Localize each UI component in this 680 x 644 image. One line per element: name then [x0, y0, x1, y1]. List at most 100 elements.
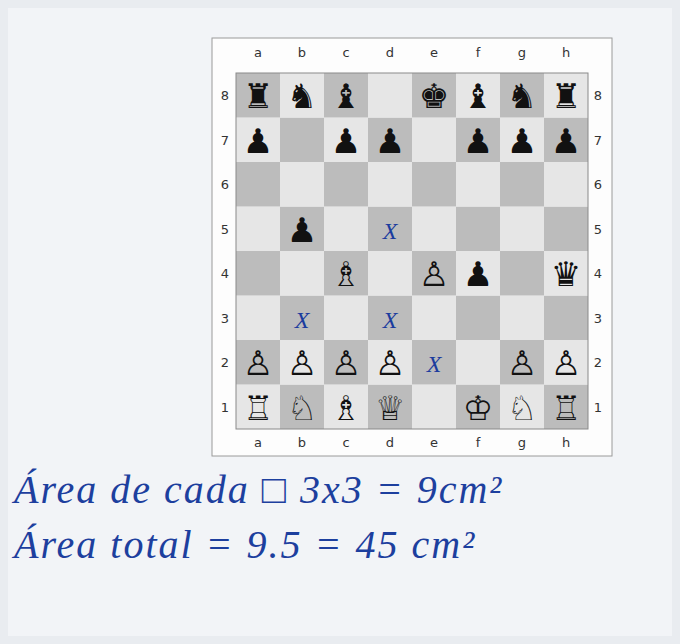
board-square [456, 340, 500, 385]
board-square [544, 118, 588, 163]
board-square [412, 73, 456, 118]
chess-piece: ♟ [243, 124, 273, 158]
board-square [324, 162, 368, 207]
board-square [324, 296, 368, 341]
board-square [324, 385, 368, 430]
rank-number: 8 [594, 89, 602, 102]
rank-number: 3 [594, 311, 602, 324]
chess-piece: ♛ [551, 257, 581, 291]
board-square [368, 118, 412, 163]
file-letter: f [476, 436, 481, 449]
board-square [544, 340, 588, 385]
board-square [236, 73, 280, 118]
handwritten-note: Área total = 9.5 = 45 cm² [14, 525, 476, 565]
chess-piece: ♕ [375, 391, 405, 425]
chess-piece: ♜ [551, 79, 581, 113]
chess-piece: ♙ [507, 346, 537, 380]
file-letter: d [386, 46, 394, 59]
file-letter: b [298, 46, 306, 59]
board-square [368, 73, 412, 118]
chess-piece: ♙ [287, 346, 317, 380]
board-square [236, 251, 280, 296]
board-square [368, 251, 412, 296]
board-square [324, 340, 368, 385]
rank-number: 4 [594, 267, 602, 280]
board-square [368, 162, 412, 207]
rank-number: 6 [594, 178, 602, 191]
handwritten-note: Área de cada □ 3x3 = 9cm² [14, 470, 503, 510]
chess-piece: ♘ [287, 391, 317, 425]
board-square [544, 385, 588, 430]
file-letter: d [386, 436, 394, 449]
chess-piece: ♞ [287, 79, 317, 113]
chess-piece: ♙ [551, 346, 581, 380]
board-square [280, 340, 324, 385]
chess-piece: ♝ [331, 79, 361, 113]
board-square [544, 296, 588, 341]
file-letter: h [562, 46, 570, 59]
chess-piece: ♜ [243, 79, 273, 113]
board-square [412, 118, 456, 163]
chess-piece: ♙ [243, 346, 273, 380]
board-square [324, 251, 368, 296]
board-square [500, 296, 544, 341]
file-letter: a [254, 436, 262, 449]
chess-piece: ♗ [331, 391, 361, 425]
chess-piece: ♖ [243, 391, 273, 425]
chess-piece: ♖ [551, 391, 581, 425]
board-square [368, 340, 412, 385]
board-square [456, 207, 500, 252]
rank-number: 1 [221, 400, 229, 413]
board-square [544, 73, 588, 118]
board-square [280, 73, 324, 118]
chess-piece: ♞ [507, 79, 537, 113]
board-square [324, 207, 368, 252]
board-square [412, 296, 456, 341]
rank-number: 8 [221, 89, 229, 102]
board-border [236, 73, 588, 429]
chess-piece: ♔ [463, 391, 493, 425]
file-letter: c [342, 46, 349, 59]
file-letter: f [476, 46, 481, 59]
file-letter: g [518, 46, 526, 59]
rank-number: 4 [221, 267, 229, 280]
board-square [412, 162, 456, 207]
diagram-frame [212, 38, 612, 456]
chess-piece: ♟ [507, 124, 537, 158]
chess-piece: ♙ [331, 346, 361, 380]
file-letter: e [430, 46, 438, 59]
board-square [368, 385, 412, 430]
marked-square: X [427, 352, 442, 376]
chess-piece: ♟ [463, 124, 493, 158]
chess-piece: ♟ [375, 124, 405, 158]
board-square [368, 296, 412, 341]
board-square [280, 251, 324, 296]
board-square [324, 118, 368, 163]
board-square [412, 385, 456, 430]
rank-number: 5 [221, 222, 229, 235]
file-letter: e [430, 436, 438, 449]
board-square [456, 385, 500, 430]
board-square [236, 385, 280, 430]
board-square [500, 385, 544, 430]
board-square [456, 73, 500, 118]
board-square [412, 251, 456, 296]
board-square [280, 162, 324, 207]
board-square [280, 207, 324, 252]
rank-number: 3 [221, 311, 229, 324]
board-square [456, 118, 500, 163]
board-square [368, 207, 412, 252]
board-square [412, 207, 456, 252]
chess-piece: ♟ [551, 124, 581, 158]
board-square [280, 296, 324, 341]
board-square [236, 207, 280, 252]
board-square [324, 73, 368, 118]
board-square [280, 118, 324, 163]
board-square [236, 340, 280, 385]
board-square [456, 251, 500, 296]
rank-number: 7 [221, 133, 229, 146]
file-letter: g [518, 436, 526, 449]
board-square [544, 251, 588, 296]
